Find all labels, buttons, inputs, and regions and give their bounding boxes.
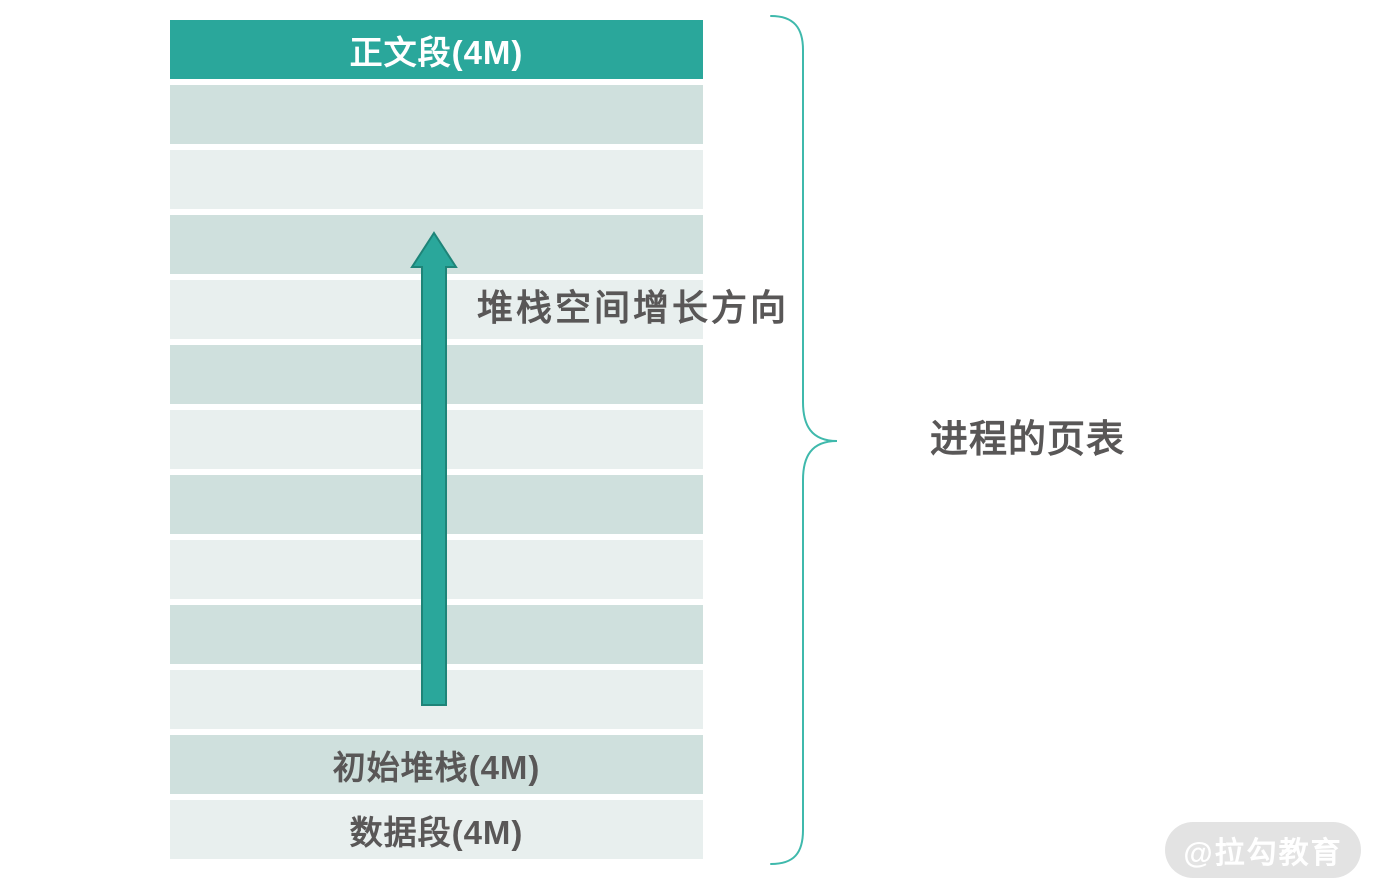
page-table: 正文段(4M) 初始堆栈(4M) 数据段(4M) [170, 20, 703, 859]
curly-brace-icon [770, 15, 838, 865]
page-table-row [170, 670, 703, 729]
page-table-row [170, 605, 703, 664]
row-label: 初始堆栈(4M) [332, 748, 541, 786]
watermark-text: @拉勾教育 [1183, 837, 1343, 870]
segment-header-row: 正文段(4M) [170, 20, 703, 79]
page-table-row [170, 475, 703, 534]
watermark-badge: @拉勾教育 [1165, 822, 1361, 878]
page-table-row: 数据段(4M) [170, 800, 703, 859]
page-table-row [170, 410, 703, 469]
row-label: 数据段(4M) [349, 813, 524, 851]
segment-header-label: 正文段(4M) [349, 33, 524, 71]
page-table-row: 初始堆栈(4M) [170, 735, 703, 794]
page-table-row [170, 215, 703, 274]
growth-direction-label: 堆栈空间增长方向 [477, 287, 790, 328]
page-table-row [170, 345, 703, 404]
process-page-table-label: 进程的页表 [930, 419, 1126, 461]
page-table-row [170, 150, 703, 209]
page-table-row [170, 85, 703, 144]
page-table-row [170, 540, 703, 599]
